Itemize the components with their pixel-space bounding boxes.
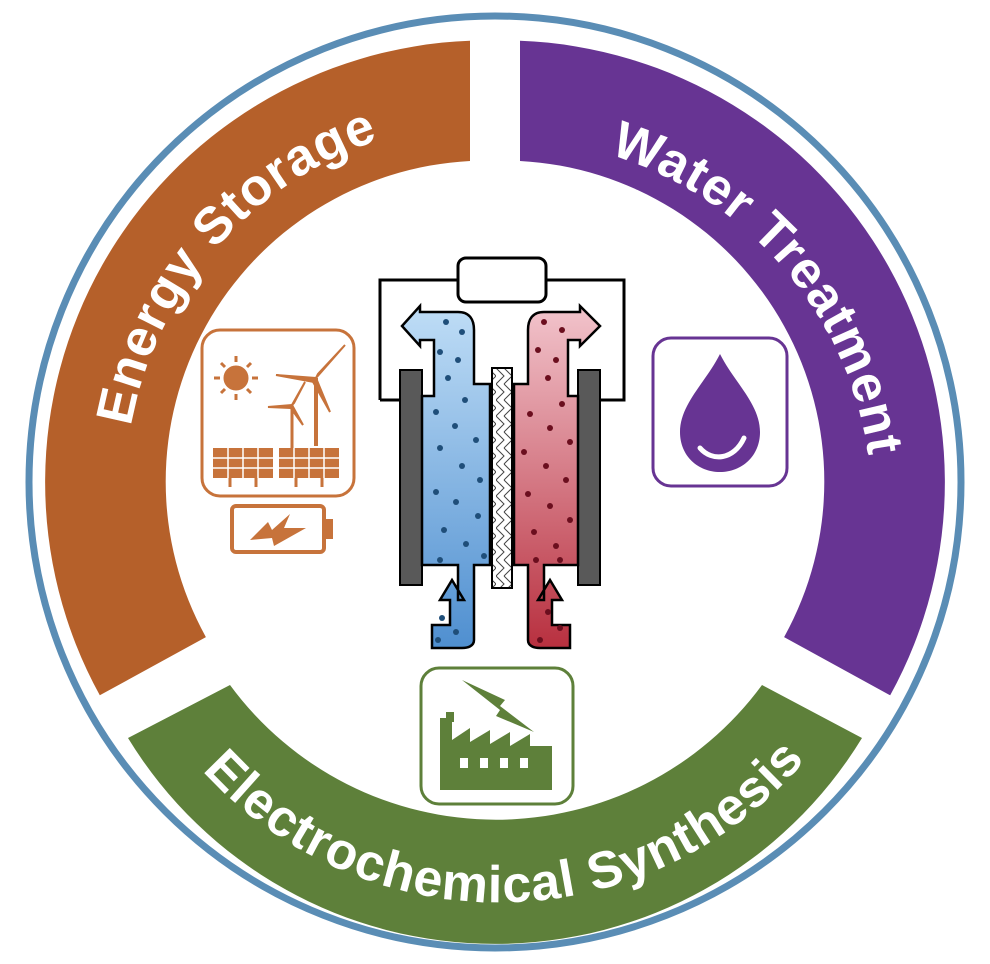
energy-storage-segment <box>45 40 470 696</box>
particle <box>439 615 445 621</box>
particle <box>547 425 553 431</box>
solar-panel-icon <box>213 448 339 487</box>
left-flow-channel <box>400 302 492 650</box>
particle <box>459 329 465 335</box>
particle <box>533 557 539 563</box>
factory-lightning-icon <box>419 666 575 806</box>
particle <box>553 543 559 549</box>
particle <box>477 477 483 483</box>
particle <box>535 347 541 353</box>
particle <box>452 423 458 429</box>
solar-wind-battery-icon <box>200 328 356 498</box>
particle <box>525 491 531 497</box>
water-treatment-segment <box>520 40 945 696</box>
particle <box>545 375 551 381</box>
water-drop-icon <box>651 336 789 488</box>
particle <box>433 489 439 495</box>
left-stream-particles <box>433 319 487 643</box>
particle <box>537 637 543 643</box>
particle <box>559 327 565 333</box>
particle <box>453 499 459 505</box>
particle <box>462 397 468 403</box>
sun-icon <box>214 356 258 400</box>
particle <box>531 529 537 535</box>
membrane <box>491 367 513 589</box>
particle <box>543 463 549 469</box>
particle <box>435 637 441 643</box>
particle <box>481 553 487 559</box>
right-electrode <box>577 369 601 586</box>
particle <box>441 527 447 533</box>
load-box <box>456 256 548 304</box>
particle <box>527 411 533 417</box>
wind-turbine-icon <box>267 344 346 448</box>
battery-icon <box>230 504 333 554</box>
particle <box>437 349 443 355</box>
particle <box>541 319 547 325</box>
particle <box>567 517 573 523</box>
particle <box>563 477 569 483</box>
particle <box>553 357 559 363</box>
electrochemical-synthesis-segment <box>128 685 862 944</box>
particle <box>567 439 573 445</box>
particle <box>463 541 469 547</box>
particle <box>559 401 565 407</box>
particle <box>443 319 449 325</box>
left-electrode <box>399 369 423 586</box>
particle <box>459 463 465 469</box>
right-stream-particles <box>521 319 573 643</box>
particle <box>453 629 459 635</box>
particle <box>547 503 553 509</box>
particle <box>521 449 527 455</box>
particle <box>557 557 563 563</box>
particle <box>455 357 461 363</box>
particle <box>473 437 479 443</box>
particle <box>557 625 563 631</box>
particle <box>445 375 451 381</box>
particle <box>437 445 443 451</box>
particle <box>437 557 443 563</box>
particle <box>475 513 481 519</box>
electrochemical-cell <box>378 256 626 650</box>
particle <box>433 409 439 415</box>
particle <box>545 609 551 615</box>
